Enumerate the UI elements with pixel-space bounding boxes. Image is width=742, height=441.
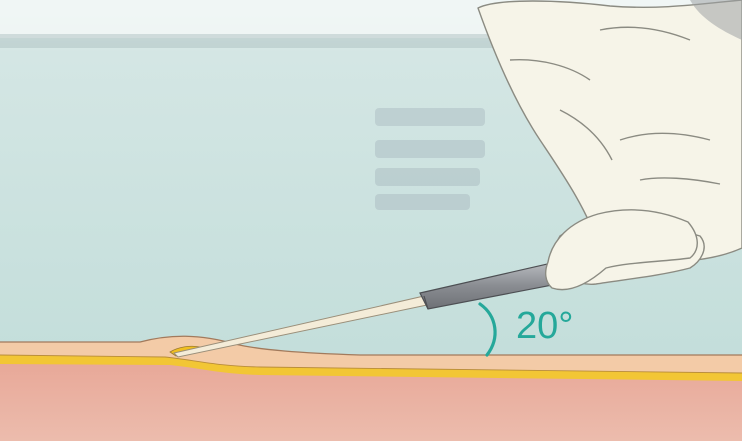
angle-label: 20° xyxy=(516,306,573,346)
